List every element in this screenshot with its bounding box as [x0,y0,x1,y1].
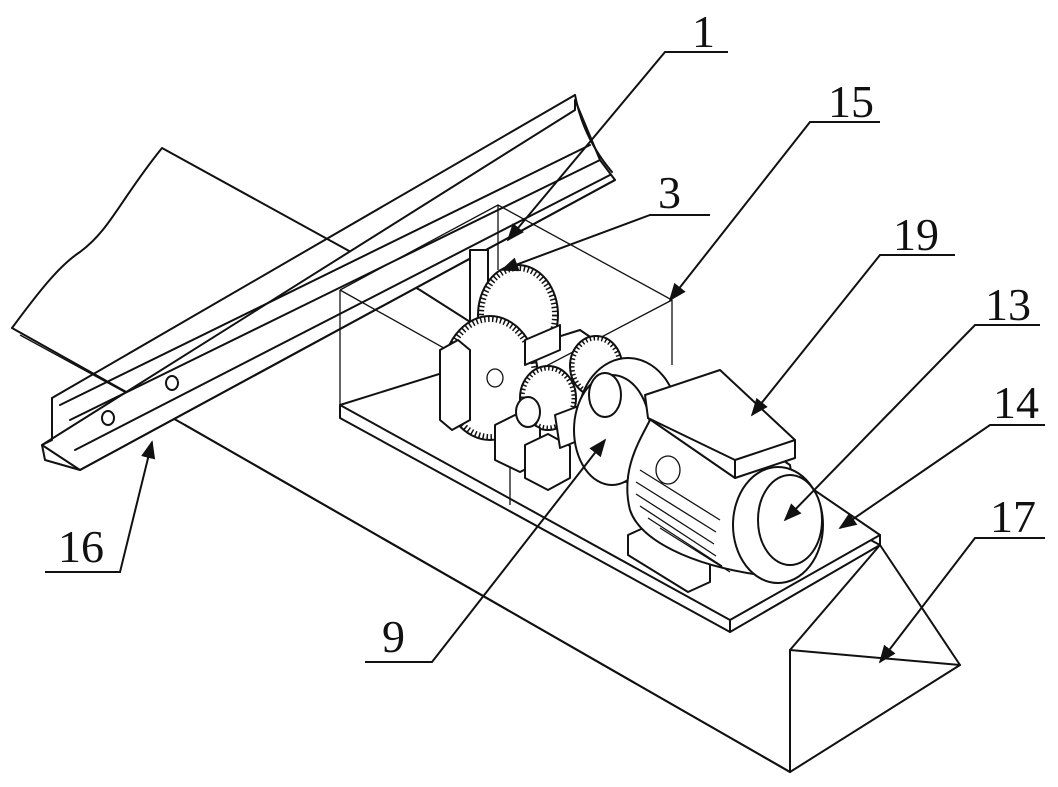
label-16: 16 [58,521,104,572]
label-15: 15 [828,76,874,127]
label-3: 3 [658,167,681,218]
label-14: 14 [993,377,1039,428]
label-1: 1 [692,6,715,57]
label-19: 19 [893,209,939,260]
motor [627,370,823,592]
label-9: 9 [382,611,405,662]
label-13: 13 [985,279,1031,330]
label-17: 17 [990,491,1036,542]
